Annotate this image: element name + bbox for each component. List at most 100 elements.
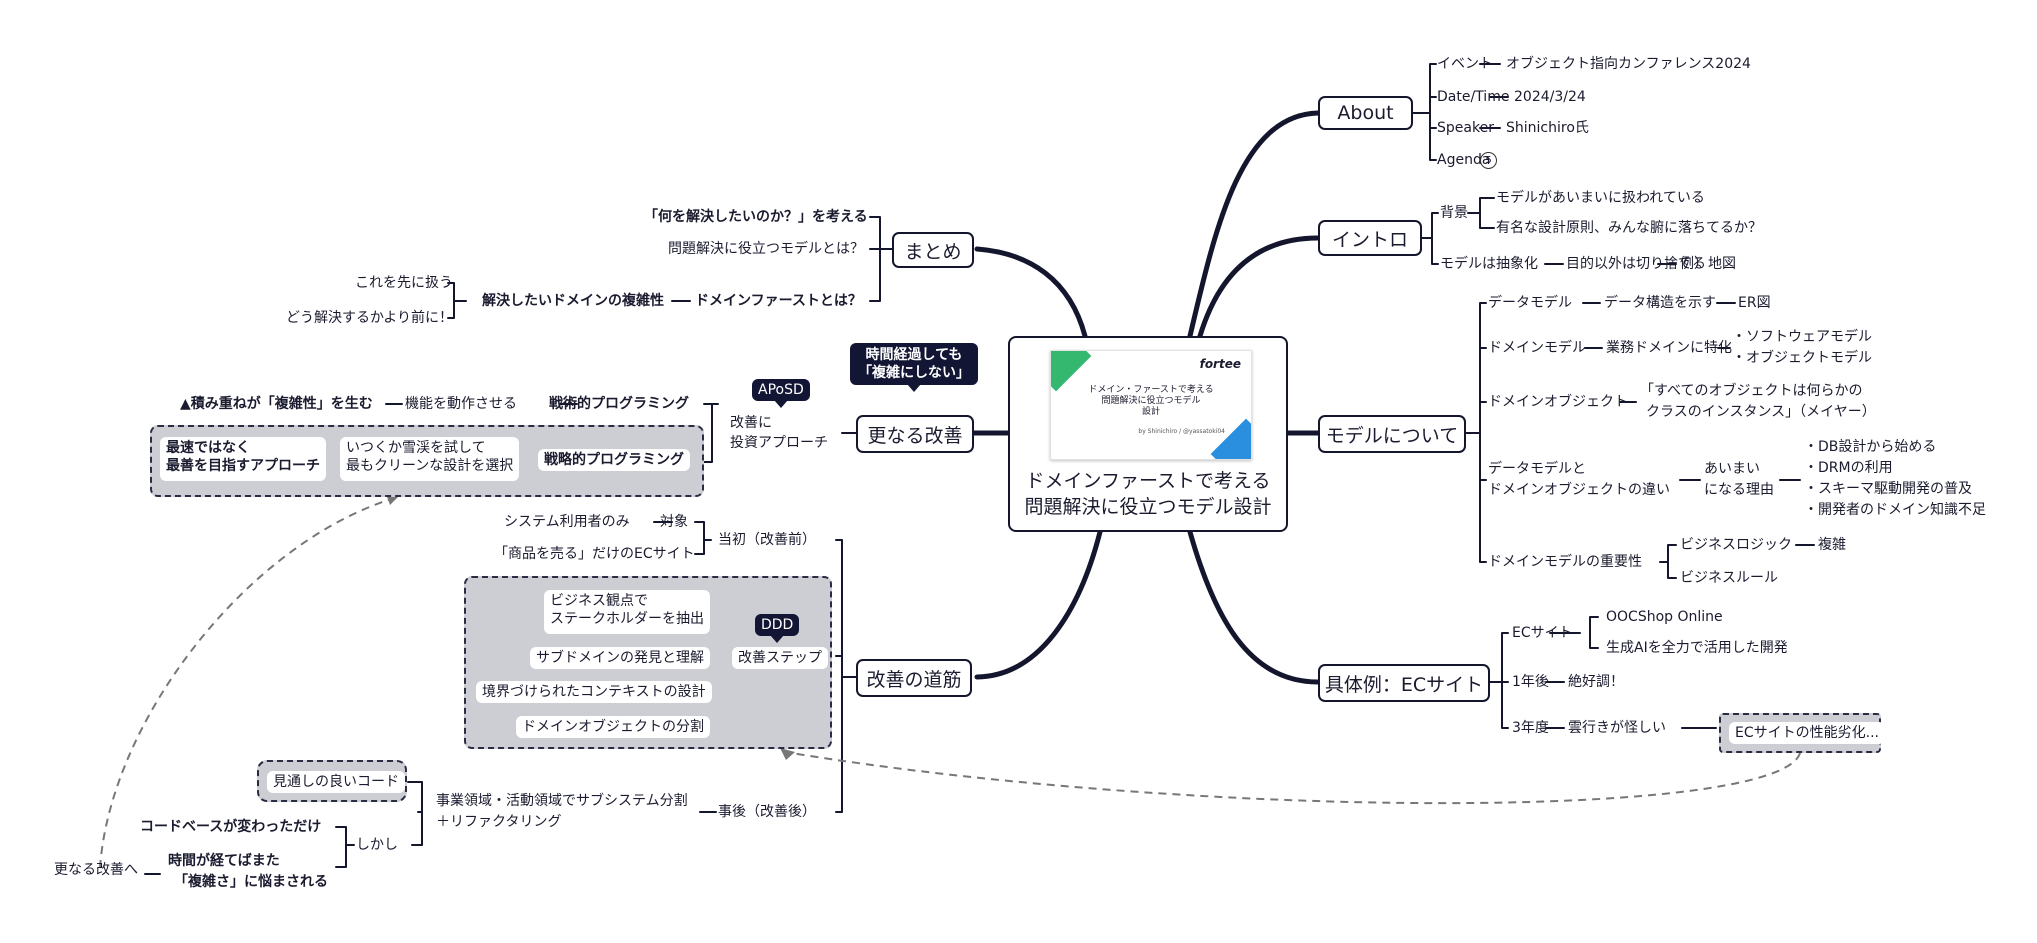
agenda-collapsed-count[interactable]: 5 (1480, 152, 1497, 169)
model-data-model: データモデル (1488, 295, 1572, 311)
model-domain-object-2b: クラスのインスタンス」（メイヤー） (1646, 404, 1876, 420)
further-strategic-3: 最速ではなく 最善を目指すアプローチ (160, 437, 326, 481)
model-difference-1: データモデルと (1488, 461, 1586, 477)
root-node[interactable]: fortee ドメイン・ファーストで考える 問題解決に役立つモデル 設計 by … (1008, 336, 1288, 532)
thumb-title-line1: ドメイン・ファーストで考える (1088, 385, 1214, 395)
example-year1: 1年後 (1512, 674, 1549, 690)
model-data-model-2: データ構造を示す (1604, 295, 1716, 311)
model-complex: 複雑 (1818, 537, 1846, 553)
further-callout: 時間経過しても 「複雑にしない」 (850, 343, 978, 392)
path-step-1b: ステークホルダーを抽出 (550, 611, 704, 627)
about-event-key: イベント (1437, 56, 1493, 72)
path-step-2: サブドメインの発見と理解 (530, 647, 710, 669)
model-domain-model-3b: ・オブジェクトモデル (1732, 350, 1872, 366)
example-year3-value: 雲行きが怪しい (1568, 720, 1666, 736)
ec-performance-note-text: ECサイトの性能劣化... (1729, 722, 1885, 744)
model-data-model-3: ER図 (1738, 295, 1771, 311)
model-domain-model-3a: ・ソフトウェアモデル (1732, 329, 1872, 345)
model-reason-item-3: ・スキーマ駆動開発の普及 (1804, 481, 1972, 497)
path-however: しかし (356, 837, 398, 853)
about-speaker-key: Speaker (1437, 120, 1494, 136)
about-speaker-value: Shinichiro氏 (1506, 120, 1589, 136)
path-next-improvement: 更なる改善へ (54, 862, 138, 878)
intro-abstraction-3: 例）地図 (1680, 256, 1736, 272)
path-after-1b: ＋リファクタリング (436, 814, 562, 830)
model-domain-model-2: 業務ドメインに特化 (1606, 340, 1732, 356)
summary-before-how: どう解決するかより前に！ (286, 310, 454, 326)
intro-background-1: モデルがあいまいに扱われている (1496, 190, 1705, 206)
example-year3: 3年度 (1512, 720, 1549, 736)
path-steps: 改善ステップ (732, 647, 828, 669)
summary-handle-first: これを先に扱う (355, 275, 453, 291)
intro-node[interactable]: イントロ (1318, 220, 1422, 256)
model-reason-item-1: ・DB設計から始める (1804, 439, 1937, 455)
example-node[interactable]: 具体例：ECサイト (1318, 664, 1490, 702)
further-callout-2: 「複雑にしない」 (858, 365, 970, 381)
summary-item-1: 「何を解決したいのか？」を考える (644, 209, 868, 225)
model-domain-object: ドメインオブジェクト (1488, 394, 1628, 410)
summary-complexity: 解決したいドメインの複雑性 (482, 293, 664, 309)
intro-abstraction-2: 目的以外は切り捨てる (1566, 256, 1706, 272)
example-ec-2: 生成AIを全力で活用した開発 (1606, 640, 1788, 656)
further-strategic-3b: 最善を目指すアプローチ (166, 458, 320, 474)
path-again-b: 「複雑さ」に悩まされる (174, 874, 328, 890)
summary-item-3: ドメインファーストとは？ (695, 293, 862, 309)
path-step-1a: ビジネス観点で (550, 593, 648, 609)
summary-item-2: 問題解決に役立つモデルとは？ (668, 241, 864, 257)
intro-background-2: 有名な設計原則、みんな腑に落ちてるか？ (1496, 220, 1762, 236)
further-tactical-2: 機能を動作させる (405, 396, 517, 412)
path-before: 当初（改善前） (718, 532, 816, 548)
model-reason-item-4: ・開発者のドメイン知識不足 (1804, 502, 1986, 518)
path-step-3: 境界づけられたコンテキストの設計 (476, 681, 712, 703)
further-approach-1: 改善に (730, 415, 772, 431)
further-node[interactable]: 更なる改善 (856, 415, 974, 453)
path-node[interactable]: 改善の道筋 (856, 659, 972, 697)
further-strategic-3a: 最速ではなく (166, 440, 250, 456)
slide-thumbnail: fortee ドメイン・ファーストで考える 問題解決に役立つモデル 設計 by … (1050, 350, 1252, 460)
path-after: 事後（改善後） (718, 804, 816, 820)
model-importance: ドメインモデルの重要性 (1488, 554, 1642, 570)
thumb-title-line2: 問題解決に役立つモデル (1101, 396, 1201, 406)
about-date-value: 2024/3/24 (1514, 89, 1586, 105)
about-node[interactable]: About (1318, 96, 1413, 130)
further-approach-2: 投資アプローチ (730, 435, 828, 451)
model-business-rule: ビジネスルール (1680, 570, 1778, 586)
aposd-badge: APoSD (752, 379, 810, 408)
root-title-line2: 問題解決に役立つモデル設計 (1024, 496, 1272, 518)
ec-performance-note[interactable]: ECサイトの性能劣化... (1719, 713, 1885, 753)
further-strategic-2a: いつくか雪渓を試して (346, 440, 486, 456)
model-reason-2: になる理由 (1704, 482, 1774, 498)
summary-node[interactable]: まとめ (892, 232, 974, 268)
further-tactical-3: ▲積み重ねが「複雑性」を生む (180, 396, 373, 412)
thumb-author: by Shinichiro / @yassatoki04 (1138, 428, 1225, 435)
path-after-1a: 事業領域・活動領域でサブシステム分割 (436, 793, 688, 809)
intro-background: 背景 (1440, 205, 1468, 221)
thumb-brand: fortee (1199, 357, 1241, 371)
thumb-title-line3: 設計 (1141, 407, 1160, 417)
model-difference-2: ドメインオブジェクトの違い (1488, 482, 1670, 498)
thumb-corner-blue (1210, 418, 1251, 459)
strategic-group: 戦略的プログラミング いつくか雪渓を試して 最もクリーンな設計を選択 最速ではな… (150, 425, 704, 497)
example-year1-value: 絶好調！ (1568, 674, 1624, 690)
path-before-target: 対象 (660, 514, 688, 530)
model-domain-object-2a: 「すべてのオブジェクトは何らかの (1640, 383, 1863, 399)
about-date-key: Date/Time (1437, 89, 1510, 105)
about-agenda-key[interactable]: Agenda (1437, 152, 1491, 168)
model-reason-1: あいまい (1704, 461, 1760, 477)
further-strategic: 戦略的プログラミング (538, 449, 690, 471)
path-step-4: ドメインオブジェクトの分割 (516, 716, 710, 738)
intro-abstraction: モデルは抽象化 (1440, 256, 1538, 272)
further-tactical: 戦術的プログラミング (549, 396, 689, 412)
path-step-1: ビジネス観点で ステークホルダーを抽出 (544, 590, 710, 634)
thumb-title: ドメイン・ファーストで考える 問題解決に役立つモデル 設計 (1081, 385, 1221, 418)
example-ec-1: OOCShop Online (1606, 609, 1723, 625)
further-strategic-2: いつくか雪渓を試して 最もクリーンな設計を選択 (340, 437, 520, 481)
example-ec-site: ECサイト (1512, 625, 1573, 641)
good-code-group: 見通しの良いコード (257, 760, 407, 802)
root-title-line1: ドメインファーストで考える (1025, 470, 1271, 492)
ddd-badge: DDD (755, 614, 800, 643)
steps-group: 改善ステップ ビジネス観点で ステークホルダーを抽出 サブドメインの発見と理解 … (464, 576, 832, 749)
about-event-value: オブジェクト指向カンファレンス2024 (1506, 56, 1751, 72)
model-reason-item-2: ・DRMの利用 (1804, 460, 1893, 476)
model-node[interactable]: モデルについて (1318, 415, 1466, 453)
